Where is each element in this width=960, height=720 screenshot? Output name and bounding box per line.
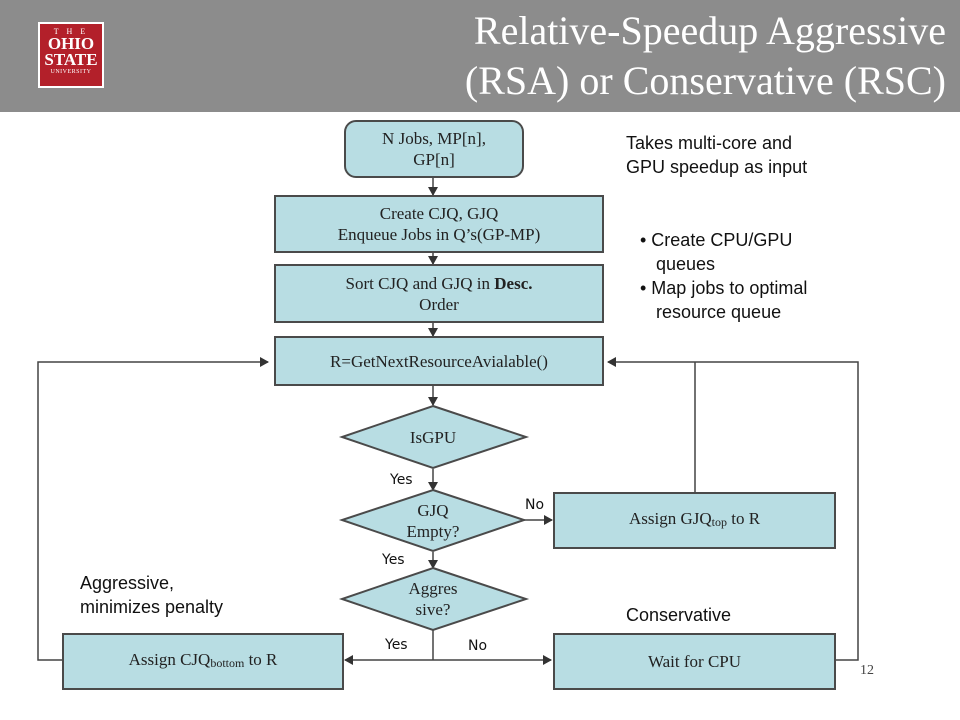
diamond-gjq-empty [338, 488, 528, 553]
sort-line-2: Order [419, 294, 459, 314]
assign-cjq-prefix: Assign CJQ [128, 650, 211, 669]
bullet-2-line-2: resource queue [656, 302, 782, 322]
logo-the: T H E [53, 27, 89, 36]
bullet-map-jobs: • Map jobs to optimal resource queue [640, 276, 880, 324]
page-number: 12 [860, 663, 874, 678]
note-aggressive-line-1: Aggressive, [80, 573, 175, 593]
sort-line-1: Sort CJQ and GJQ in [345, 273, 495, 293]
label-no-gjq: No [525, 497, 545, 513]
create-queues-box: Create CJQ, GJQ Enqueue Jobs in Q’s(GP-M… [274, 195, 604, 253]
wait-cpu-box: Wait for CPU [553, 633, 836, 690]
note-speedup-line-2: GPU speedup as input [626, 157, 808, 177]
get-next-resource-label: R=GetNextResourceAvialable() [330, 351, 548, 371]
title-line-1: Relative-Speedup Aggressive [473, 8, 946, 53]
logo-state: STATE [44, 50, 98, 69]
label-yes-gjq: Yes [382, 552, 405, 568]
gjq-empty-label: GJQ Empty? [383, 500, 483, 542]
note-bullets: • Create CPU/GPU queues • Map jobs to opt… [640, 228, 880, 324]
assign-cjq-box: Assign CJQbottom to R [62, 633, 344, 690]
aggressive-line-1: Aggres [408, 579, 458, 598]
assign-gjq-sub: top [711, 515, 727, 529]
note-conservative: Conservative [626, 605, 732, 625]
slide-title: Relative-Speedup Aggressive (RSA) or Con… [346, 6, 946, 106]
diamond-isgpu [338, 404, 530, 470]
assign-gjq-suffix: to R [726, 509, 761, 528]
note-speedup-line-1: Takes multi-core and [626, 133, 793, 153]
create-line-1: Create CJQ, GJQ [379, 204, 499, 223]
bullet-2-line-1: • Map jobs to optimal [640, 278, 808, 298]
get-next-resource-box: R=GetNextResourceAvialable() [274, 336, 604, 386]
start-line-1: N Jobs, MP[n], [382, 129, 486, 148]
start-line-2: GP[n] [413, 150, 455, 169]
sort-queues-box: Sort CJQ and GJQ in Desc. Order [274, 264, 604, 323]
title-line-2: (RSA) or Conservative (RSC) [464, 58, 946, 103]
create-line-2: Enqueue Jobs in Q’s(GP-MP) [337, 225, 541, 244]
label-yes-aggressive: Yes [385, 637, 408, 653]
logo-university: UNIVERSITY [50, 69, 92, 75]
wait-cpu-label: Wait for CPU [647, 652, 742, 671]
aggressive-line-2: sive? [415, 600, 451, 619]
assign-cjq-suffix: to R [244, 650, 278, 669]
bullet-create-queues: • Create CPU/GPU queues [640, 228, 880, 276]
diamond-aggressive [338, 566, 530, 632]
label-yes-isgpu: Yes [390, 472, 413, 488]
slide-header: T H E OHIO STATE UNIVERSITY Relative-Spe… [0, 0, 960, 112]
logo-ohio: OHIO [47, 34, 95, 53]
gjq-empty-line-2: Empty? [406, 522, 460, 541]
note-speedup: Takes multi-core and GPU speedup as inpu… [626, 131, 807, 179]
aggressive-label: Aggres sive? [383, 578, 483, 620]
assign-gjq-box: Assign GJQtop to R [553, 492, 836, 549]
assign-cjq-sub: bottom [210, 656, 245, 670]
note-aggressive: Aggressive, minimizes penalty [80, 571, 223, 619]
bullet-1-line-1: • Create CPU/GPU [640, 230, 793, 250]
loop-wait-cpu [607, 357, 859, 661]
start-node: N Jobs, MP[n], GP[n] [344, 120, 524, 178]
university-logo: T H E OHIO STATE UNIVERSITY [38, 22, 104, 88]
isgpu-label: IsGPU [409, 428, 457, 447]
assign-gjq-prefix: Assign GJQ [628, 509, 712, 528]
label-no-aggressive: No [468, 638, 488, 654]
loop-assign-cjq [37, 357, 269, 661]
gjq-empty-line-1: GJQ [417, 501, 449, 520]
sort-desc: Desc. [494, 273, 533, 293]
bullet-1-line-2: queues [656, 254, 716, 274]
note-aggressive-line-2: minimizes penalty [80, 597, 224, 617]
